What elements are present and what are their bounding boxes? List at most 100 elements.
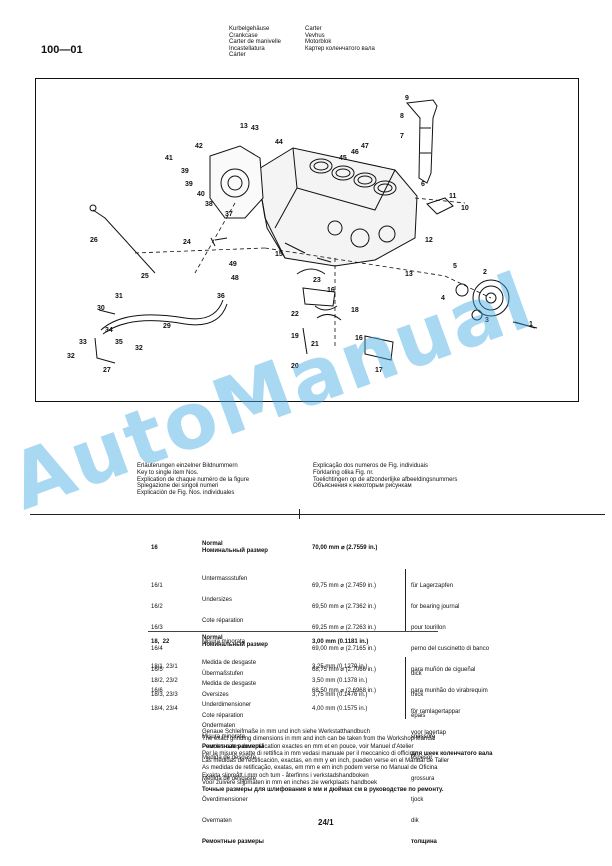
size-value: 69,50 mm ⌀ (2.7362 in.) [312, 604, 376, 610]
callout: 25 [141, 273, 149, 280]
item-number: 16/4 [151, 646, 163, 652]
label-line: Übermaßstufen [202, 671, 244, 677]
note-line: para munhão do virabrequim [411, 688, 488, 694]
callout: 21 [311, 341, 319, 348]
note-line: thick [411, 692, 424, 698]
label-line: Oversizes [202, 692, 229, 698]
note-line: для шеек коленчатого вала [411, 751, 493, 757]
header-title: Cárter [229, 52, 246, 59]
note-line: épais [411, 713, 426, 719]
note-line: tjock [411, 797, 424, 803]
label-line: Överdimensioner [202, 797, 248, 803]
callout: 36 [217, 293, 225, 300]
note-line: Per le misure esatte di rettifica in mm … [202, 750, 417, 757]
table2-item: 18, 22 [151, 639, 170, 645]
legend-line: Toelichtingen op de afzonderlijke afbeel… [313, 476, 458, 483]
callout: 16 [355, 335, 363, 342]
footer-notes: Genaue Schleifmaße in mm und inch siehe … [202, 729, 449, 795]
table2-value-row: 4,00 mm (0.1575 in.) [312, 706, 368, 712]
callout: 13 [240, 123, 248, 130]
header-title: Motorblok [305, 39, 332, 46]
label-line: Overmaten [202, 818, 232, 824]
callout: 46 [351, 149, 359, 156]
callout: 18 [351, 307, 359, 314]
header-title: Carter [305, 26, 322, 32]
callout: 4 [441, 295, 445, 302]
note-line: As medidas de retificação, exatas, em mm… [202, 765, 438, 772]
note-line: Exakta slipmått i mm och tum - återfinns… [202, 772, 369, 779]
legend-line: Explicación de Fig. Nos. individuales [137, 490, 235, 497]
callout: 48 [231, 275, 239, 282]
header-titles-left: Kurbelgehäuse Crankcase Carter de manive… [229, 26, 281, 59]
label-line: Ремонтные размеры [202, 744, 264, 750]
table1-item: 16 [151, 545, 158, 551]
header-title: Crankcase [229, 32, 258, 39]
note-line: perno del cuscinetto di banco [411, 646, 490, 652]
page-code: 100—01 [41, 44, 83, 56]
callout: 39 [181, 168, 189, 175]
label-line: Ondermaten [202, 723, 236, 729]
item-number: 16/2 [151, 604, 163, 610]
note-line: dik [411, 818, 419, 824]
callout: 2 [483, 269, 487, 276]
legend-line: Spiegazione dei singoli numeri [137, 483, 219, 490]
note-line: für Lagerzapfen [411, 583, 454, 589]
callout: 35 [115, 339, 123, 346]
callout: 37 [225, 211, 233, 218]
table1-normal-ru: Номинальный размер [202, 548, 268, 554]
callout: 20 [291, 363, 299, 370]
callout: 29 [163, 323, 171, 330]
note-line: толщина [411, 839, 437, 845]
legend-right: Explicação dos numeros de Fig. individua… [313, 463, 457, 490]
label-line: Medida de desgaste [202, 776, 257, 782]
divider [30, 514, 605, 515]
note-line: pour tourillon [411, 625, 446, 631]
callout: 8 [400, 113, 404, 120]
item-number: 16/1 [151, 583, 163, 589]
item-number: 16/5 [151, 667, 163, 673]
table2-value-row: 3,75 mm (0.1476 in.) [312, 692, 368, 698]
note-line: för ramlagertappar [411, 709, 461, 715]
item-number: 16/6 [151, 688, 163, 694]
callout: 32 [67, 353, 75, 360]
callout: 44 [275, 139, 283, 146]
label-line: Misura minorata [202, 639, 246, 645]
brace [405, 657, 406, 719]
callout: 6 [421, 181, 425, 188]
header-title: Vevhus [305, 32, 325, 39]
size-value: 69,00 mm ⌀ (2.7165 in.) [312, 646, 376, 652]
label-line: Medida de desgaste [202, 755, 257, 761]
table1-notes: für Lagerzapfen for bearing journal pour… [411, 569, 492, 765]
note-line: para muñón de cigueñal [411, 667, 476, 673]
page-number: 24/1 [318, 818, 334, 827]
note-line: espesor [411, 755, 433, 761]
callout: 42 [195, 143, 203, 150]
callout: 43 [251, 125, 259, 132]
header-title: Carter de manivelle [229, 39, 282, 46]
legend-line: Explicação dos numeros de Fig. individua… [313, 463, 429, 469]
callout: 9 [405, 95, 409, 102]
label-line: Cote réparation [202, 713, 244, 719]
table2-normal-ru: Номинальный размер [202, 642, 268, 648]
callout: 49 [229, 261, 237, 268]
label-line: Cote réparation [202, 618, 244, 624]
callout: 19 [291, 333, 299, 340]
size-value: 68,50 mm ⌀ (2.6968 in.) [312, 688, 376, 694]
divider-tick [299, 509, 300, 519]
note-line: for bearing journal [411, 604, 460, 610]
table1-labels: Untermassstufen Undersizes Cote réparati… [202, 562, 264, 758]
callout: 17 [375, 367, 383, 374]
callout: 41 [165, 155, 173, 162]
legend-line: Explication de chaque numéro de la figur… [137, 476, 250, 483]
callout: 5 [453, 263, 457, 270]
table2-notes: dick thick épais spessore espesor grossu… [411, 657, 437, 853]
note-line: grossura [411, 776, 435, 782]
callout: 13 [405, 271, 413, 278]
callout: 38 [205, 201, 213, 208]
label-line: Misura minorata [202, 734, 246, 740]
legend-line: Erläuterungen einzelner Bildnummern [137, 463, 238, 469]
legend-line: Förklaring olika Fig. nr. [313, 469, 374, 476]
callout: 16 [327, 287, 335, 294]
note-line: Pour les cotes de rectification exactes … [202, 743, 414, 750]
callout: 23 [313, 277, 321, 284]
